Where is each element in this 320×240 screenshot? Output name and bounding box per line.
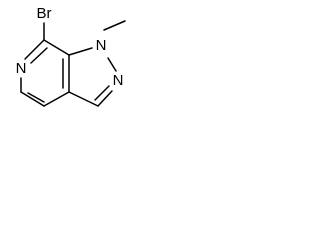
bonds [20, 20, 126, 107]
chemical-structure-diagram: Br N N N [16, 5, 126, 107]
bond-c7-n6 [24, 39, 45, 60]
bond-n1-n2 [107, 57, 117, 72]
bond-n2-c3-double [94, 85, 110, 101]
bond-c5-c4-double [27, 92, 45, 103]
atom-labels: Br N N N [16, 5, 124, 89]
bond-n1-methyl [103, 20, 126, 31]
atom-label-n1: N [96, 37, 107, 54]
bond-c7-c7a [43, 39, 70, 56]
atom-label-n2: N [113, 72, 124, 89]
atom-label-pyridine-nitrogen: N [16, 60, 27, 77]
bond-c5-c4 [20, 91, 45, 107]
bond-n2-c3 [97, 90, 113, 107]
bond-c4-c3a [43, 91, 70, 107]
bond-c3-c3a [68, 91, 99, 107]
atom-label-bromine: Br [37, 5, 52, 22]
bond-c7-n6-double [30, 47, 48, 64]
bond-c7a-n1 [68, 47, 93, 56]
